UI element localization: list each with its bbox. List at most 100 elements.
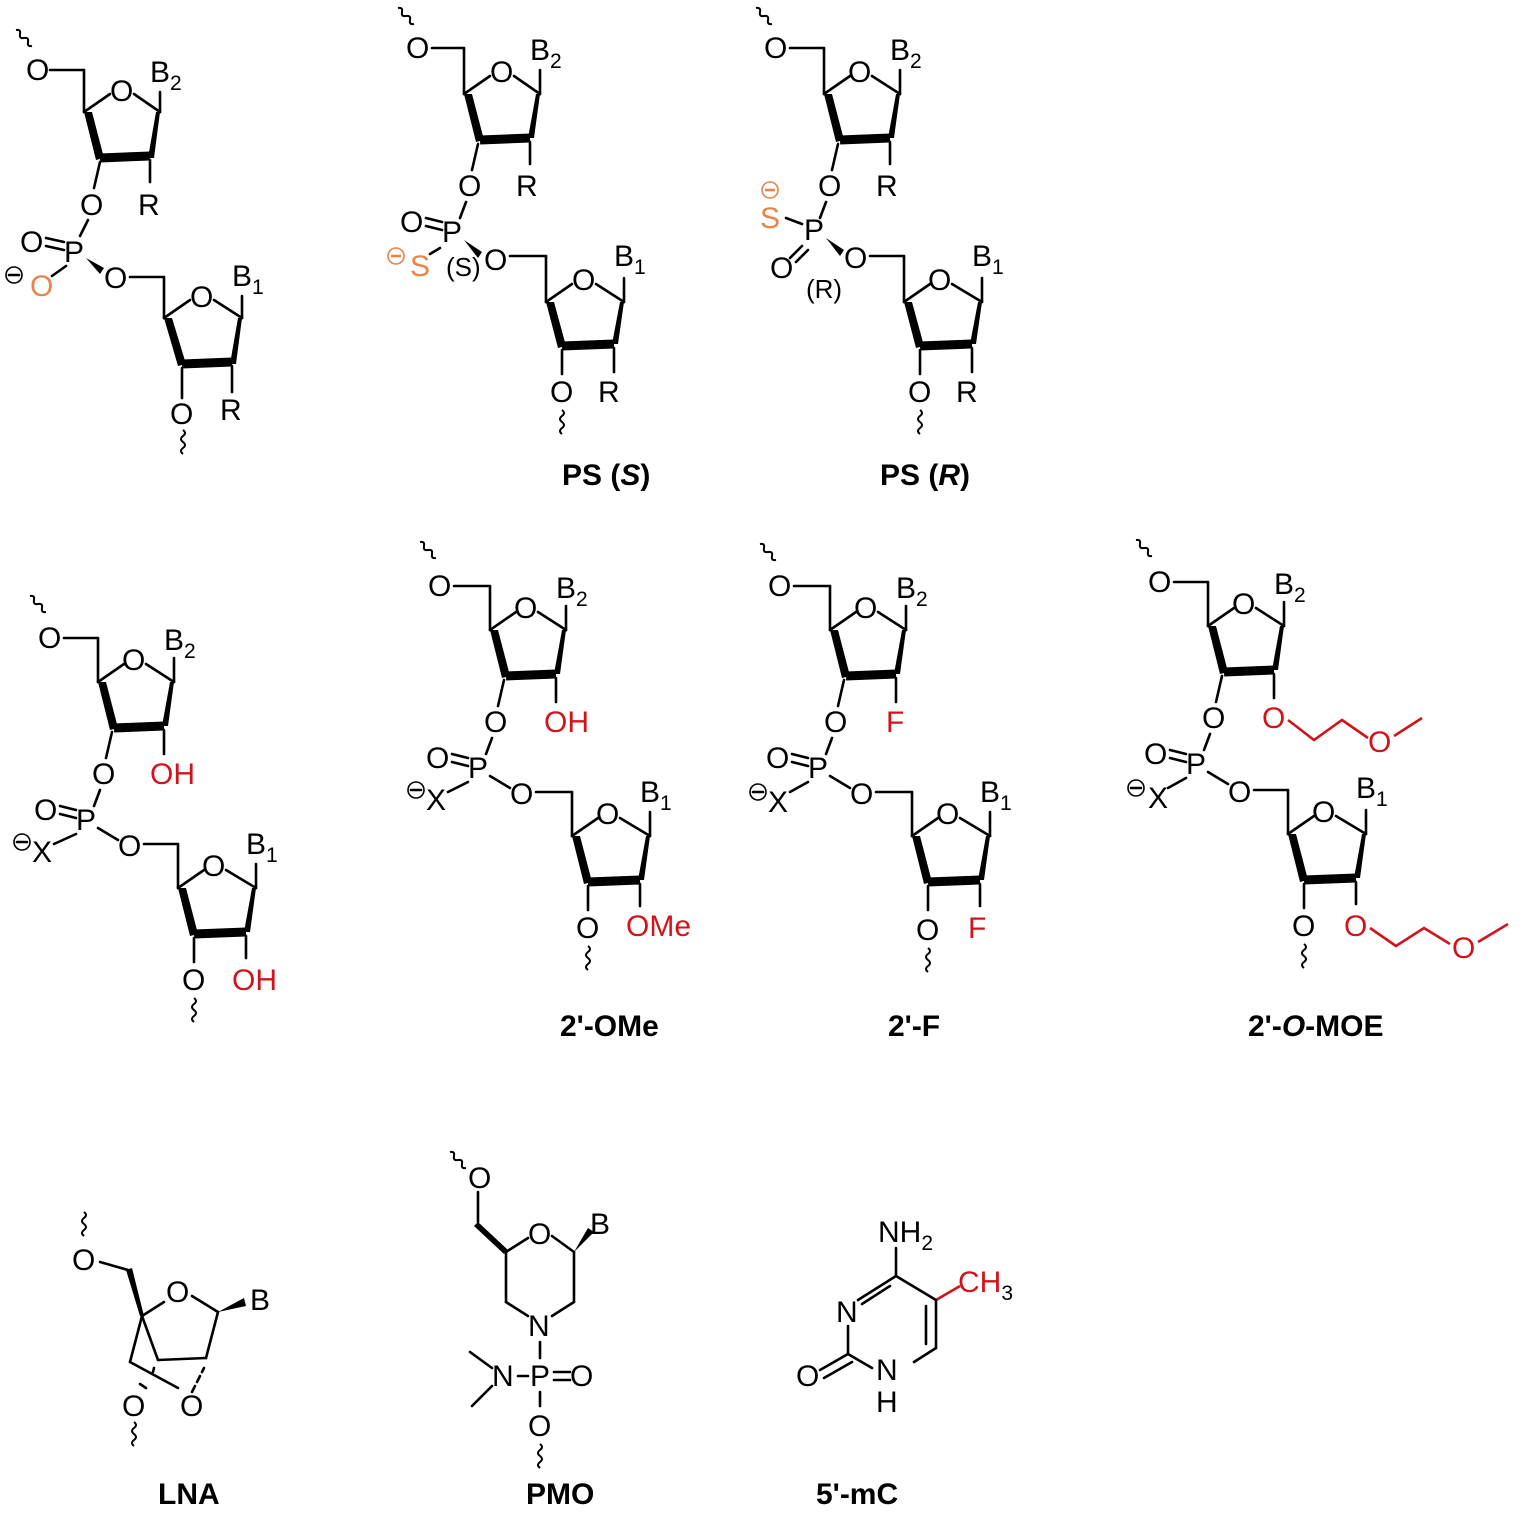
atom-O5: O (844, 242, 867, 275)
atom-P-double-O: O (770, 252, 793, 285)
atom-O3: O (824, 706, 847, 739)
atom-O5: O (118, 830, 141, 863)
atom-B2: B2 (896, 572, 928, 611)
wavy-attachment-icon (15, 28, 33, 48)
atom-P: P (442, 216, 462, 249)
atom-P: P (804, 214, 824, 247)
atom-B1: B1 (1356, 772, 1388, 811)
atom-X: X (1148, 782, 1168, 815)
atom-B2: B2 (890, 34, 922, 73)
structure-pmo: O O B N P N O O PMO (449, 1150, 610, 1511)
structure-ps-r: O O B2 O R S P O (R) O O B1 (755, 6, 1004, 492)
atom-2-F: F (886, 706, 904, 739)
caption-pmo: PMO (526, 1478, 594, 1511)
atom-P-double-O: O (34, 794, 57, 827)
atom-O3: O (92, 758, 115, 791)
atom-ring-O-bottom: O (190, 281, 213, 314)
structure-lna: O O B O O LNA (72, 1211, 270, 1511)
atom-C2-O: O (796, 1360, 819, 1393)
atom-O3-bottom: O (576, 912, 599, 945)
atom-O5: O (850, 778, 873, 811)
atom-B2: B2 (164, 624, 196, 663)
atom-B: B (590, 1208, 610, 1241)
atom-S: S (410, 250, 430, 283)
atom-2-OMe: OMe (626, 910, 691, 943)
atom-2-O-moe: O (1262, 702, 1285, 735)
atom-R-bottom: R (956, 376, 978, 409)
atom-moe-ether-O-bottom: O (1452, 932, 1475, 965)
wavy-attachment-icon (449, 1150, 467, 1170)
wavy-attachment-icon (585, 945, 591, 971)
atom-P-double-O: O (766, 742, 789, 775)
structure-phosphodiester: O O B2 R O O P O O O B1 (5, 28, 264, 455)
atom-top-O: O (1148, 566, 1171, 599)
stereo-label-r: (R) (806, 274, 842, 304)
atom-ring-O: O (848, 56, 871, 89)
structure-rna: O O B2 O OH O P X O O B1 O (13, 594, 278, 1023)
atom-B1: B1 (246, 828, 278, 867)
atom-P-double-O: O (1144, 738, 1167, 771)
atom-X: X (426, 784, 446, 817)
atom-O3-bottom: O (170, 398, 193, 431)
atom-top-O: O (26, 54, 49, 87)
wavy-attachment-icon (925, 947, 931, 973)
wavy-attachment-icon (81, 1211, 87, 1237)
atom-O3-bottom: O (916, 914, 939, 947)
atom-top-O: O (428, 570, 451, 603)
atom-ring-O: O (514, 592, 537, 625)
atom-B1: B1 (980, 776, 1012, 815)
atom-O3-bottom: O (182, 964, 205, 997)
caption-lna: LNA (158, 1478, 220, 1511)
atom-P-neg-O: O (30, 270, 53, 303)
wavy-attachment-icon (180, 429, 186, 455)
wavy-attachment-icon (29, 594, 47, 614)
wavy-attachment-icon (559, 409, 565, 435)
atom-X: X (32, 836, 52, 869)
atom-R-bottom: R (220, 394, 242, 427)
wavy-attachment-icon (917, 409, 923, 435)
atom-P-double-O: O (400, 206, 423, 239)
atom-B1: B1 (640, 776, 672, 815)
atom-B: B (250, 1284, 270, 1317)
atom-P: P (64, 236, 84, 269)
atom-R-bottom: R (598, 376, 620, 409)
atom-ring-O: O (854, 592, 877, 625)
atom-O5: O (484, 244, 507, 277)
atom-top-O: O (38, 622, 61, 655)
atom-ring-O: O (110, 75, 133, 108)
structure-2-ome: O O B2 O OH O P X O O B1 O (407, 540, 691, 1043)
atom-ring-O-bottom: O (202, 850, 225, 883)
atom-O3-bottom: O (550, 376, 573, 409)
atom-O3-bottom: O (1292, 910, 1315, 943)
atom-P: P (468, 752, 488, 785)
atom-B1: B1 (614, 240, 646, 279)
atom-O3: O (818, 170, 841, 203)
atom-top-O: O (406, 32, 429, 65)
atom-ring-O-bottom: O (936, 798, 959, 831)
atom-S: S (760, 202, 780, 235)
atom-ring-O: O (166, 1276, 189, 1309)
atom-B2: B2 (556, 572, 588, 611)
atom-2-O-moe-bottom: O (1344, 910, 1367, 943)
atom-B2: B2 (1274, 568, 1306, 607)
atom-O3: O (458, 170, 481, 203)
atom-top-O: O (764, 32, 787, 65)
atom-2-OH: OH (544, 706, 589, 739)
atom-2-OH: OH (150, 758, 195, 791)
atom-O5: O (104, 262, 127, 295)
atom-N1: N (876, 1354, 898, 1387)
wavy-attachment-icon (759, 542, 777, 562)
atom-P: P (808, 752, 828, 785)
wavy-attachment-icon (191, 997, 197, 1023)
atom-O5: O (1228, 776, 1251, 809)
atom-R: R (138, 189, 160, 222)
atom-O3: O (484, 706, 507, 739)
atom-ring-O-bottom: O (1312, 796, 1335, 829)
atom-ring-O-bottom: O (928, 264, 951, 297)
atom-O5: O (72, 1244, 95, 1277)
atom-N1-H: H (876, 1386, 898, 1419)
atom-ring-O: O (122, 644, 145, 677)
wavy-attachment-icon (397, 6, 415, 26)
atom-P: P (76, 804, 96, 837)
